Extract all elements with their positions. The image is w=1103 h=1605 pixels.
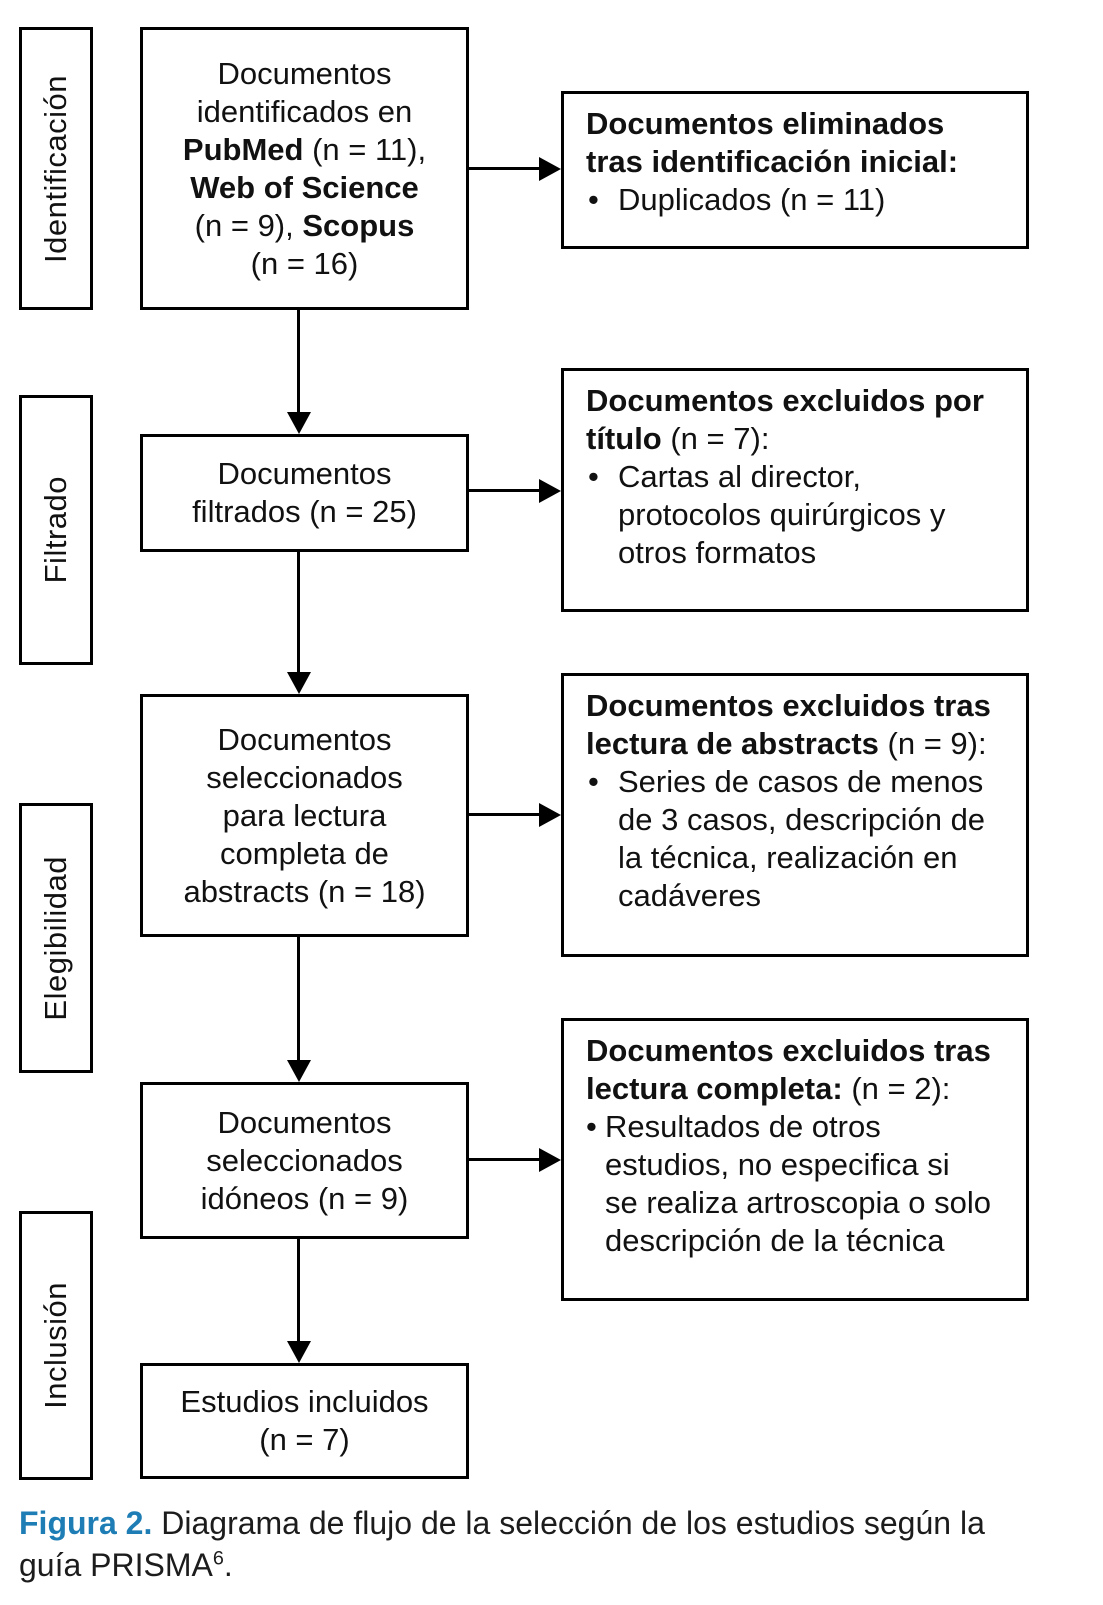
stage-box-inclusion: Inclusión — [19, 1211, 93, 1480]
bullet-item: • Resultados de otros estudios, no espec… — [586, 1108, 1016, 1260]
bullet-item: • Duplicados (n = 11) — [586, 181, 1016, 219]
exclusion-header: Documentos excluidos tras lectura de abs… — [586, 688, 991, 761]
exclusion-header: Documentos excluidos tras lectura comple… — [586, 1033, 991, 1106]
flow-box-filtered-text: Documentos filtrados (n = 25) — [192, 456, 417, 529]
right-arrow-to-excluded-abstracts — [469, 813, 539, 816]
flow-box-abstract-selection-text: Documentos seleccionados para lectura co… — [183, 721, 426, 909]
figure-caption-label: Figura 2. — [19, 1505, 153, 1541]
right-arrow-to-excluded-title — [469, 489, 539, 492]
bullet-icon: • — [588, 459, 599, 494]
flow-box-identified-text: Documentos identificados en PubMed (n = … — [182, 55, 427, 281]
flow-box-eligible-text: Documentos seleccionados idóneos (n = 9) — [200, 1104, 409, 1216]
right-arrow-to-excluded-full — [469, 1158, 539, 1161]
stage-box-filtrado: Filtrado — [19, 395, 93, 665]
flow-box-identified-documents: Documentos identificados en PubMed (n = … — [140, 27, 469, 310]
flow-box-included-studies: Estudios incluidos (n = 7) — [140, 1363, 469, 1479]
down-arrow-abstracts-to-eligible — [297, 937, 300, 1060]
bullet-text: Series de casos de menos de 3 casos, des… — [618, 764, 986, 913]
right-arrow-to-eliminated — [469, 167, 539, 170]
exclusion-header: Documentos excluidos por título (n = 7): — [586, 383, 984, 456]
figure-caption-reference: 6 — [212, 1547, 224, 1570]
bullet-text: Cartas al director, protocolos quirúrgic… — [618, 459, 946, 570]
bullet-text: Resultados de otros estudios, no especif… — [605, 1109, 991, 1258]
exclusion-box-abstract-reading: Documentos excluidos tras lectura de abs… — [561, 673, 1029, 957]
bullet-item: • Series de casos de menos de 3 casos, d… — [586, 763, 1016, 915]
exclusion-header: Documentos eliminados tras identificació… — [586, 106, 959, 179]
down-arrow-identified-to-filtered — [297, 310, 300, 412]
flow-box-eligible-documents: Documentos seleccionados idóneos (n = 9) — [140, 1082, 469, 1239]
stage-box-elegibilidad: Elegibilidad — [19, 803, 93, 1073]
flow-box-included-text: Estudios incluidos (n = 7) — [180, 1384, 429, 1457]
bullet-icon: • — [588, 764, 599, 799]
down-arrow-eligible-to-included — [297, 1239, 300, 1341]
exclusion-box-initial-identification: Documentos eliminados tras identificació… — [561, 91, 1029, 249]
bullet-text: Duplicados (n = 11) — [618, 182, 886, 217]
bullet-item: • Cartas al director, protocolos quirúrg… — [586, 458, 1016, 572]
stage-label-identificacion: Identificación — [38, 74, 73, 263]
stage-label-inclusion: Inclusión — [38, 1282, 73, 1409]
figure-caption: Figura 2. Diagrama de flujo de la selecc… — [19, 1502, 1089, 1586]
stage-box-identificacion: Identificación — [19, 27, 93, 310]
stage-label-elegibilidad: Elegibilidad — [38, 855, 73, 1021]
exclusion-box-full-reading: Documentos excluidos tras lectura comple… — [561, 1018, 1029, 1301]
flow-box-filtered-documents: Documentos filtrados (n = 25) — [140, 434, 469, 552]
down-arrow-filtered-to-abstracts — [297, 552, 300, 672]
bullet-icon: • — [586, 1109, 597, 1144]
exclusion-box-title-screen: Documentos excluidos por título (n = 7):… — [561, 368, 1029, 612]
stage-label-filtrado: Filtrado — [38, 476, 73, 584]
bullet-icon: • — [588, 182, 599, 217]
figure-caption-text: Diagrama de flujo de la selección de los… — [19, 1505, 985, 1583]
flow-box-abstract-selection: Documentos seleccionados para lectura co… — [140, 694, 469, 937]
figure-caption-period: . — [223, 1547, 233, 1583]
